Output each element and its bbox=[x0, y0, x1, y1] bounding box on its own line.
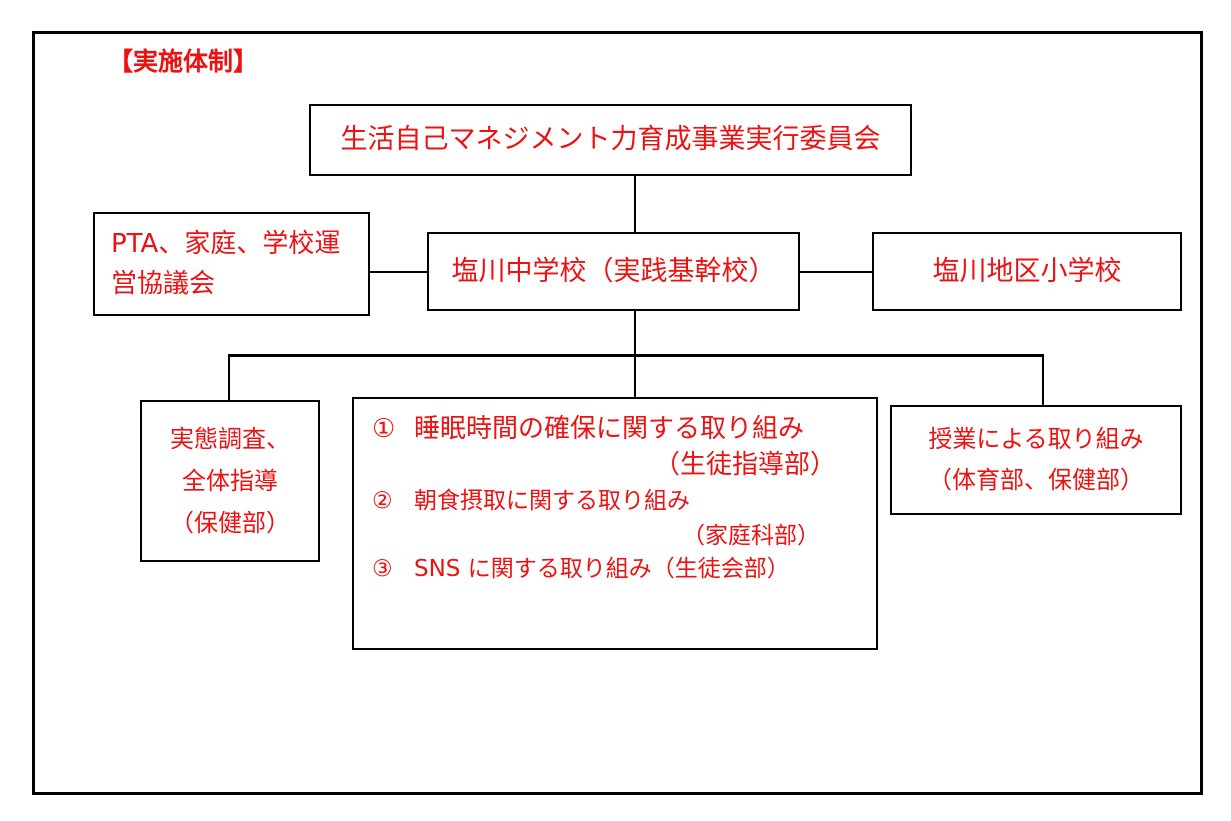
effort-dept-1: （生徒指導部） bbox=[653, 450, 836, 481]
node-elementary-school[interactable]: 塩川地区小学校 bbox=[872, 232, 1182, 311]
node-pta-line1: PTA、家庭、学校運 bbox=[111, 228, 341, 259]
effort-number-1: ① bbox=[372, 414, 396, 444]
node-main-school-label: 塩川中学校（実践基幹校） bbox=[451, 255, 776, 287]
connector-distribution-bar bbox=[228, 354, 1044, 357]
node-pta-text: PTA、家庭、学校運 営協議会 bbox=[111, 224, 368, 305]
connector-main-to-elementary bbox=[800, 271, 872, 273]
node-main-school[interactable]: 塩川中学校（実践基幹校） bbox=[427, 232, 800, 311]
effort-list: ① 睡眠時間の確保に関する取り組み （生徒指導部） ② 朝食摂取に関する取り組み （… bbox=[372, 413, 858, 586]
page-title: 【実施体制】 bbox=[108, 47, 259, 76]
node-committee[interactable]: 生活自己マネジメント力育成事業実行委員会 bbox=[309, 104, 912, 176]
effort-item-1: ① 睡眠時間の確保に関する取り組み bbox=[372, 413, 858, 446]
node-survey-text: 実態調査、 全体指導 （保健部） bbox=[142, 418, 318, 544]
connector-committee-to-main bbox=[634, 176, 636, 232]
node-pta-line2: 営協議会 bbox=[111, 269, 216, 299]
effort-text-2: 朝食摂取に関する取り組み bbox=[414, 488, 690, 515]
node-survey-line1: 実態調査、 bbox=[170, 425, 290, 453]
effort-number-2: ② bbox=[372, 488, 393, 515]
connector-main-down bbox=[634, 311, 636, 355]
connector-drop-efforts bbox=[634, 354, 636, 397]
node-lesson-text: 授業による取り組み （体育部、保健部） bbox=[892, 419, 1180, 501]
effort-number-3: ③ bbox=[372, 556, 393, 583]
node-committee-label: 生活自己マネジメント力育成事業実行委員会 bbox=[340, 124, 881, 156]
node-survey-line2: 全体指導 bbox=[182, 467, 278, 495]
effort-item-2: ② 朝食摂取に関する取り組み bbox=[372, 485, 858, 518]
effort-item-3: ③ SNS に関する取り組み（生徒会部） bbox=[372, 553, 858, 586]
connector-drop-survey bbox=[228, 354, 230, 400]
effort-text-1: 睡眠時間の確保に関する取り組み bbox=[414, 414, 805, 444]
node-lesson-line1: 授業による取り組み bbox=[928, 425, 1144, 454]
node-elementary-school-label: 塩川地区小学校 bbox=[932, 255, 1122, 287]
connector-pta-to-main bbox=[370, 271, 427, 273]
connector-drop-lesson bbox=[1042, 354, 1044, 405]
effort-dept-2: （家庭科部） bbox=[682, 522, 820, 549]
node-pta[interactable]: PTA、家庭、学校運 営協議会 bbox=[93, 212, 370, 316]
node-survey-line3: （保健部） bbox=[170, 509, 290, 537]
node-efforts[interactable]: ① 睡眠時間の確保に関する取り組み （生徒指導部） ② 朝食摂取に関する取り組み （… bbox=[352, 397, 878, 650]
node-lesson-line2: （体育部、保健部） bbox=[928, 466, 1144, 494]
node-lesson[interactable]: 授業による取り組み （体育部、保健部） bbox=[890, 405, 1182, 515]
node-survey[interactable]: 実態調査、 全体指導 （保健部） bbox=[140, 400, 320, 562]
effort-text-3: SNS に関する取り組み（生徒会部） bbox=[414, 556, 790, 583]
outer-frame bbox=[32, 31, 1203, 795]
